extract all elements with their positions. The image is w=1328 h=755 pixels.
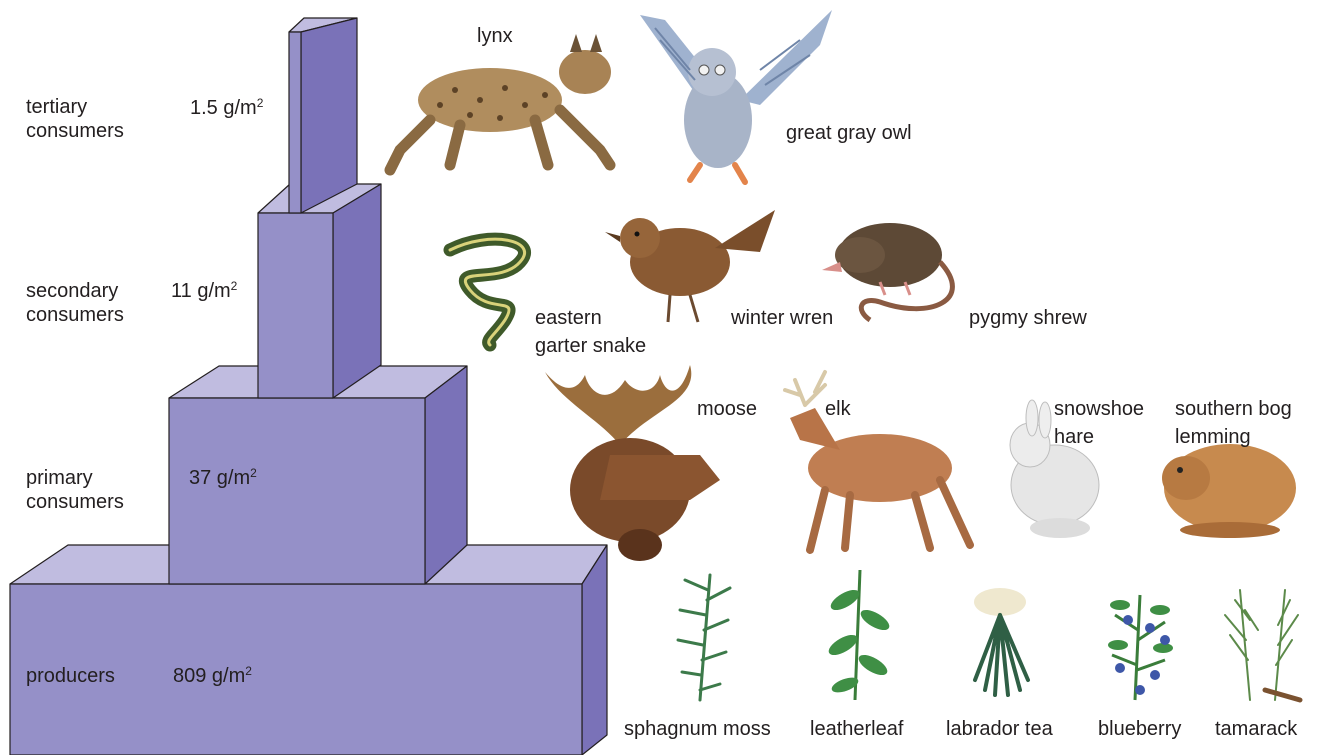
southern-bog-lemming-label-line1: southern bog — [1175, 396, 1292, 422]
blueberry-illustration — [1108, 595, 1173, 700]
snowshoe-hare-label-line1: snowshoe — [1054, 396, 1144, 422]
leatherleaf-illustration — [826, 570, 893, 700]
secondary-biomass: 11 g/m2 — [171, 279, 237, 303]
sphagnum-moss-illustration — [678, 575, 730, 700]
great-gray-owl-label: great gray owl — [786, 120, 912, 146]
leatherleaf-label: leatherleaf — [810, 716, 903, 742]
eastern-garter-snake-illustration — [450, 239, 525, 345]
primary-biomass: 37 g/m2 — [189, 466, 257, 490]
tertiary-label-line1: tertiary — [26, 95, 124, 119]
southern-bog-lemming-illustration — [1162, 444, 1296, 538]
pygmy-shrew-label: pygmy shrew — [969, 305, 1087, 331]
secondary-label-line2: consumers — [26, 303, 124, 327]
labrador-tea-label: labrador tea — [946, 716, 1053, 742]
primary-label-line2: consumers — [26, 490, 124, 514]
lynx-illustration — [390, 34, 611, 170]
tertiary-biomass-exponent: 2 — [257, 96, 264, 110]
primary-biomass-exponent: 2 — [250, 466, 257, 480]
moose-label: moose — [697, 396, 757, 422]
tertiary-label-line2: consumers — [26, 119, 124, 143]
primary-label: primary consumers — [26, 466, 124, 514]
pygmy-shrew-illustration — [822, 223, 952, 320]
elk-label: elk — [825, 396, 851, 422]
sphagnum-moss-label: sphagnum moss — [624, 716, 771, 742]
secondary-consumers-block — [258, 184, 381, 398]
primary-label-line1: primary — [26, 466, 124, 490]
tertiary-biomass-value: 1.5 g/m — [190, 97, 257, 119]
producers-label: producers — [26, 664, 115, 688]
southern-bog-lemming-label-line2: lemming — [1175, 424, 1251, 450]
lynx-label: lynx — [477, 23, 513, 49]
producers-biomass-value: 809 g/m — [173, 665, 245, 687]
blueberry-label: blueberry — [1098, 716, 1181, 742]
secondary-label-line1: secondary — [26, 279, 124, 303]
secondary-label: secondary consumers — [26, 279, 124, 327]
elk-illustration — [785, 372, 970, 550]
snowshoe-hare-label-line2: hare — [1054, 424, 1094, 450]
primary-biomass-value: 37 g/m — [189, 467, 250, 489]
tertiary-label: tertiary consumers — [26, 95, 124, 143]
tertiary-consumers-block — [289, 18, 357, 213]
eastern-garter-snake-label-line2: garter snake — [535, 333, 646, 359]
secondary-biomass-value: 11 g/m — [171, 280, 231, 302]
moose-illustration — [545, 365, 720, 561]
producers-label-line1: producers — [26, 664, 115, 688]
producers-biomass: 809 g/m2 — [173, 664, 252, 688]
eastern-garter-snake-label-line1: eastern — [535, 305, 602, 331]
tamarack-label: tamarack — [1215, 716, 1297, 742]
tamarack-illustration — [1225, 590, 1300, 700]
producers-biomass-exponent: 2 — [245, 664, 252, 678]
great-gray-owl-illustration — [640, 10, 832, 182]
winter-wren-label: winter wren — [731, 305, 833, 331]
labrador-tea-illustration — [974, 588, 1028, 695]
tertiary-biomass: 1.5 g/m2 — [190, 96, 263, 120]
secondary-biomass-exponent: 2 — [231, 279, 238, 293]
